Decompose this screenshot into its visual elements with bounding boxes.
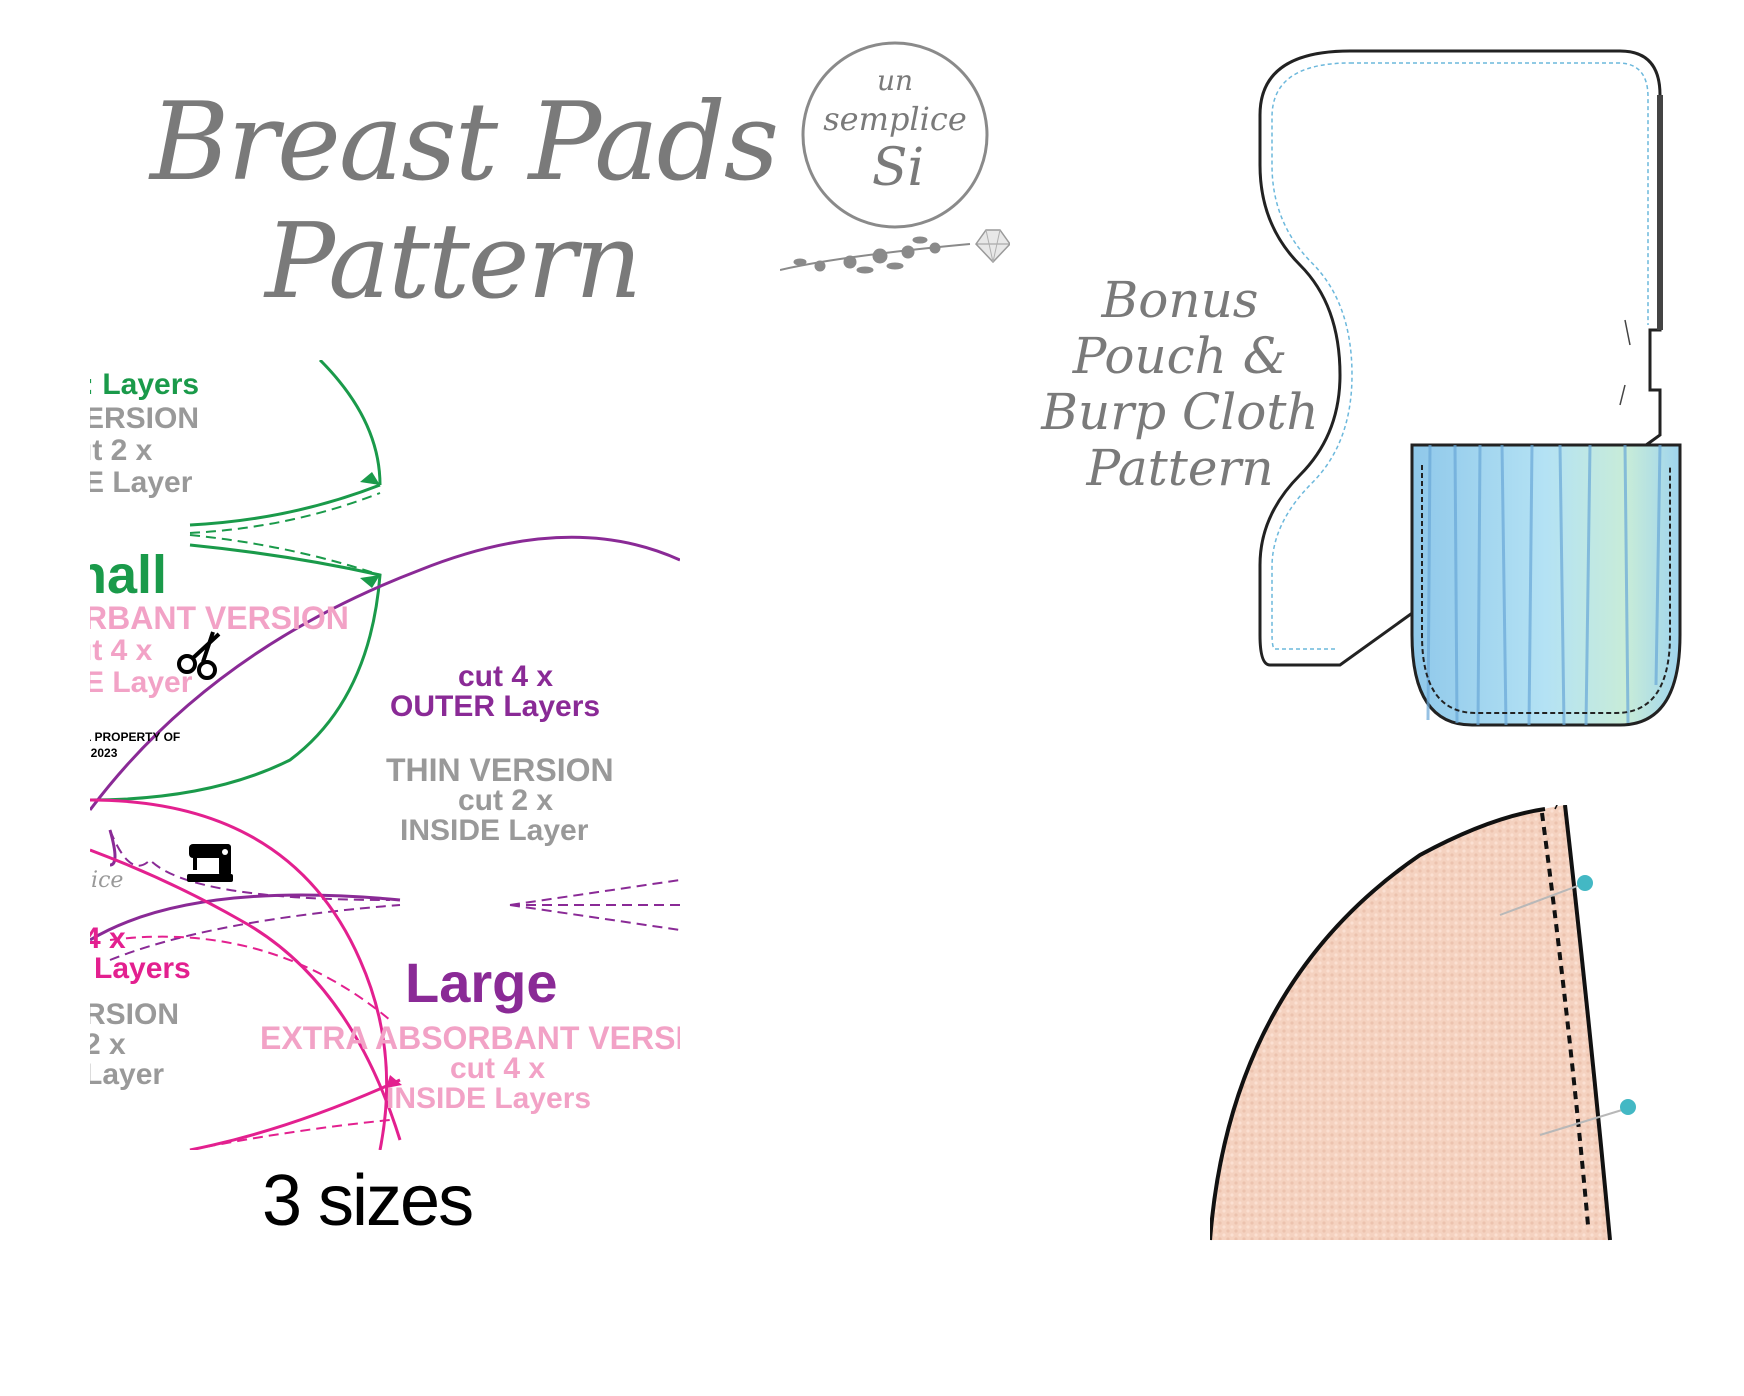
large-inside-layers: INSIDE Layers xyxy=(386,1082,592,1115)
large-cut-4b: cut 4 x xyxy=(450,1052,546,1085)
pattern-preview: : Layers ERSION ıt 2 x E Layer nall RBAN… xyxy=(90,360,680,1150)
large-size-label: Large xyxy=(405,951,558,1014)
floral-branch-icon xyxy=(779,236,971,274)
title-line-1: Breast Pads xyxy=(150,80,779,205)
sizes-label: 3 sizes xyxy=(262,1161,474,1241)
burp-cloth-illustration xyxy=(1240,45,1720,765)
bonus-line-2: Pouch & xyxy=(1072,327,1288,385)
medium-outer-layers: OUTER Layers xyxy=(390,690,601,723)
medium-cut-outer: cut 4 x xyxy=(458,660,554,693)
sewing-machine-icon xyxy=(185,840,235,884)
title-line-2: Pattern xyxy=(265,200,642,322)
large-version: RSION xyxy=(90,998,180,1031)
large-extra-absorbant: EXTRA ABSORBANT VERSI xyxy=(260,1020,680,1056)
breast-pad-illustration xyxy=(1208,774,1650,1245)
large-layer: Layer xyxy=(90,1058,165,1091)
small-layer-2: E Layer xyxy=(90,666,193,699)
medium-cut-2: cut 2 x xyxy=(458,784,554,817)
medium-thin-version: THIN VERSION xyxy=(386,752,614,788)
small-size-label: nall xyxy=(90,545,168,605)
bonus-line-3: Burp Cloth xyxy=(1041,383,1319,441)
bonus-heading: Bonus Pouch & Burp Cloth Pattern xyxy=(1015,272,1345,496)
bonus-line-4: Pattern xyxy=(1086,439,1274,497)
logo-line-2: semplice xyxy=(823,100,967,138)
medium-inside-layer: INSIDE Layer xyxy=(400,814,589,847)
pin-icon xyxy=(1539,1099,1636,1136)
copyright-line-2: i 2023 xyxy=(90,746,118,760)
pattern-outlines xyxy=(90,360,680,1150)
scissors-icon xyxy=(175,630,225,680)
copyright-line-1: L PROPERTY OF xyxy=(90,730,181,744)
small-outer-layers: : Layers xyxy=(90,368,200,401)
brand-logo: un semplice Si xyxy=(779,30,1011,280)
small-absorbant-version: RBANT VERSION xyxy=(90,600,349,636)
small-cut: ıt 2 x xyxy=(90,434,153,467)
small-version: ERSION xyxy=(90,402,200,435)
logo-line-3: Si xyxy=(872,138,924,198)
small-layer: E Layer xyxy=(90,466,193,499)
diamond-icon xyxy=(975,229,1011,264)
logo-fragment: lice xyxy=(90,868,124,893)
pin-icon xyxy=(1499,875,1593,916)
logo-line-1: un xyxy=(877,64,913,97)
large-layers: Layers xyxy=(94,952,191,985)
large-cut-2: 2 x xyxy=(90,1028,126,1061)
bonus-line-1: Bonus xyxy=(1101,271,1259,329)
small-cut-4: ıt 4 x xyxy=(90,634,153,667)
large-cut-4: 4 x xyxy=(90,922,126,955)
